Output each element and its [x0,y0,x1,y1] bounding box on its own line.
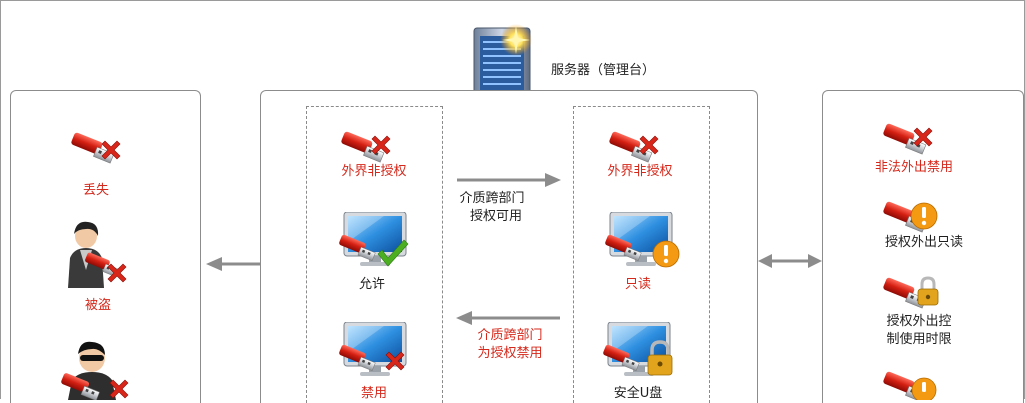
right-item-timelimit-line1: 授权外出控 [886,314,952,329]
monitor-usb-disabled-icon [338,322,407,377]
arrow-right-line1: 介质跨部门 [459,191,525,206]
thief-sunglasses-icon [59,341,129,400]
usb-readonly-icon [882,200,938,233]
arrow-to-left-panel-icon [206,257,260,271]
left-item-stolen: 被盗 [84,298,112,313]
usb-blocked-icon [882,122,933,155]
internal-item-disabled: 禁用 [360,386,388,401]
monitor-usb-locked-icon [602,322,673,377]
internal-media-box [306,106,443,403]
usb-lost-icon [70,131,121,164]
server-label: 服务器（管理台） [550,63,656,78]
monitor-usb-allowed-icon [338,212,409,267]
external-item-unauthorized: 外界非授权 [607,164,673,179]
arrow-left-line2: 为授权禁用 [477,346,543,361]
arrow-left-line1: 介质跨部门 [477,328,543,343]
external-item-secure-usb: 安全U盘 [613,386,663,401]
right-item-illegal-out: 非法外出禁用 [874,160,954,175]
monitor-usb-readonly-icon [604,212,680,268]
right-item-timelimit-line2: 制使用时限 [886,332,952,347]
right-item-readonly: 授权外出只读 [884,235,964,250]
usb-locked-icon [882,276,939,309]
arrow-right-line2: 授权可用 [469,209,523,224]
double-arrow-icon [758,254,822,268]
usb-blocked-icon [340,130,391,163]
left-item-lost: 丢失 [82,183,110,198]
server-icon [473,24,532,107]
usb-blocked-icon [608,130,659,163]
internal-item-allow: 允许 [358,277,386,292]
right-panel [822,90,1024,403]
external-item-readonly: 只读 [624,277,652,292]
arrow-right-icon [457,173,561,187]
external-media-box [573,106,710,403]
arrow-left-icon [456,311,560,325]
usb-warning-icon [882,370,937,400]
internal-item-unauthorized: 外界非授权 [341,164,407,179]
thief-icon [68,221,127,288]
